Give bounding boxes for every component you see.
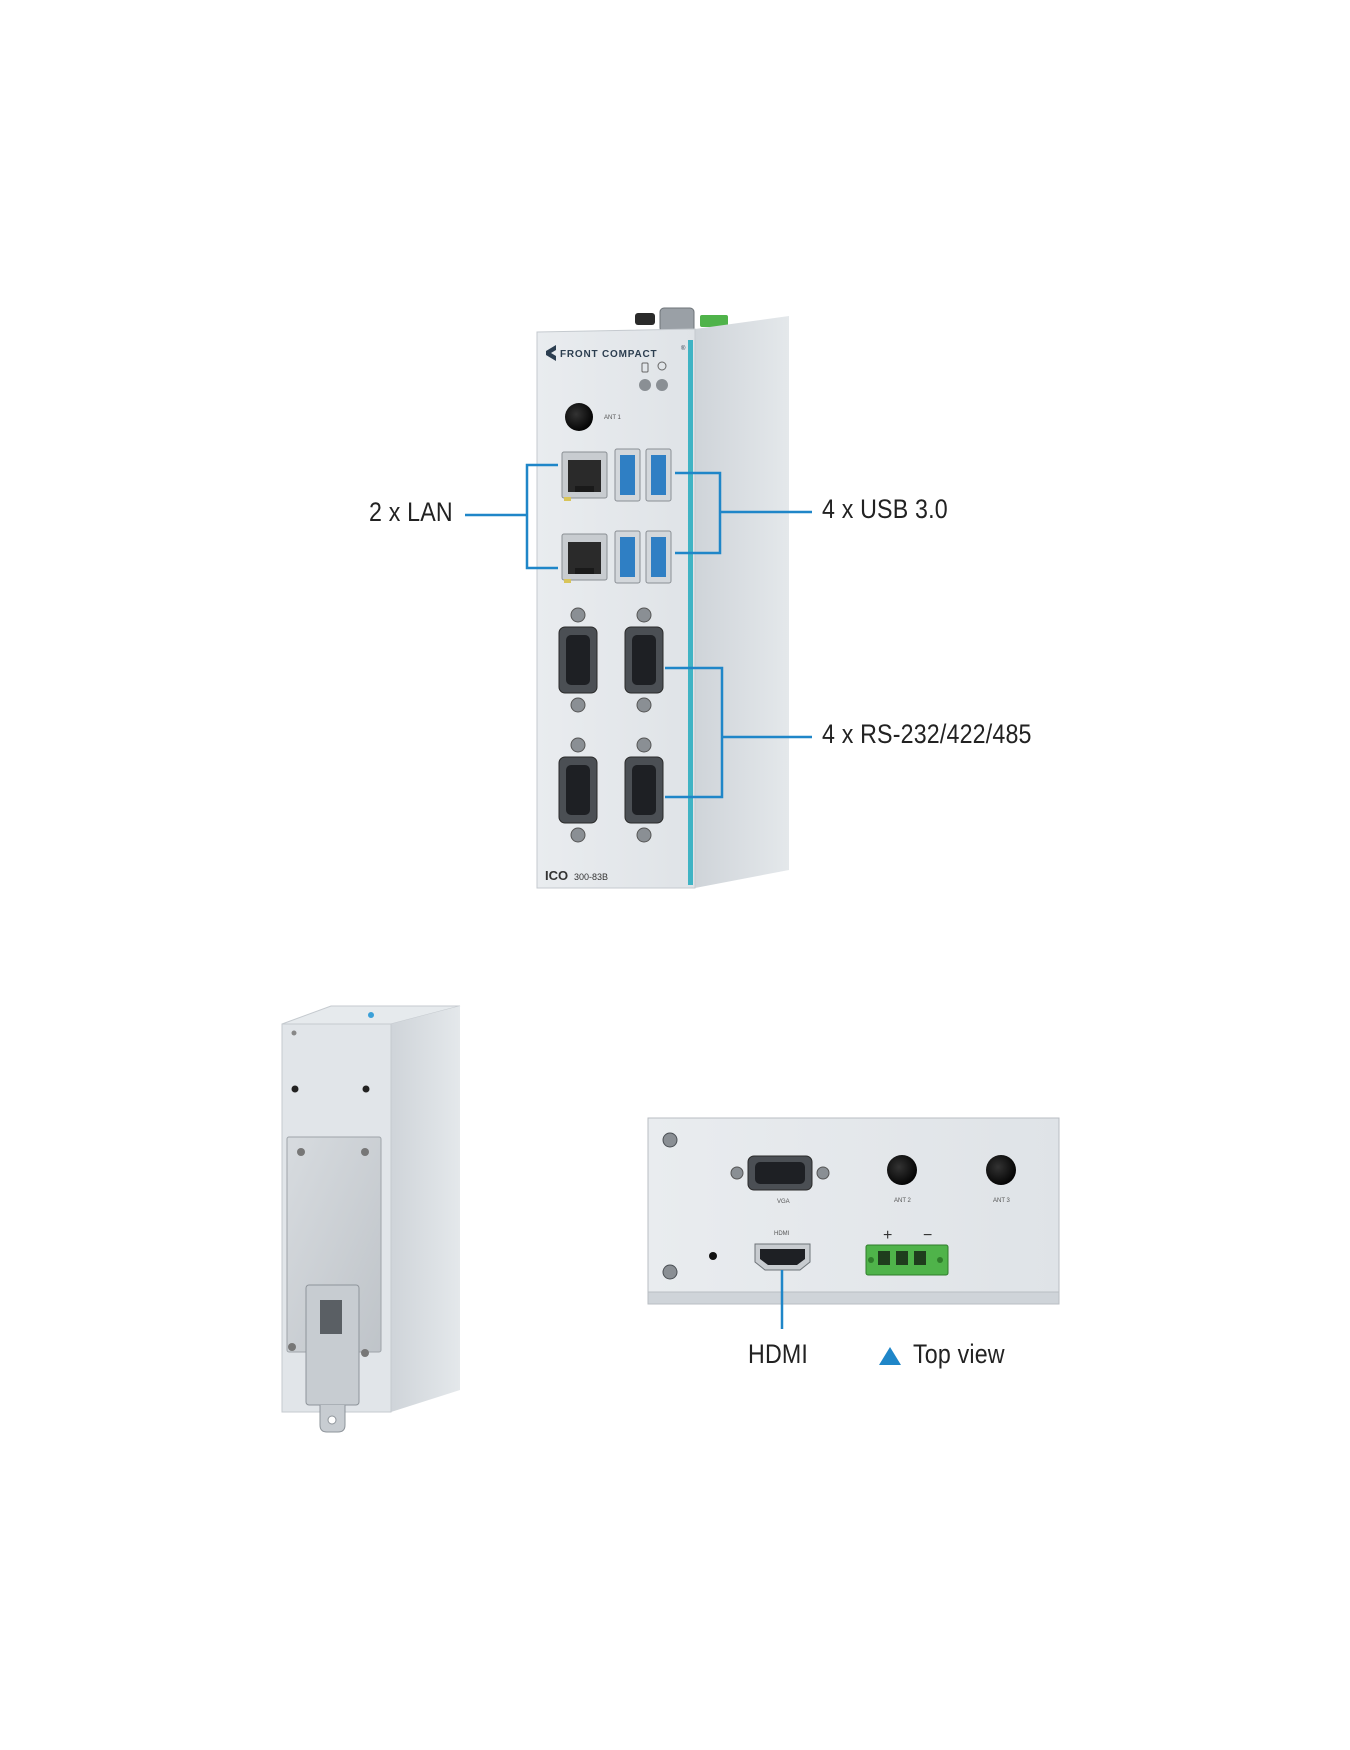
antenna-hole-2 — [887, 1155, 917, 1185]
top-view-edge — [647, 1291, 1060, 1305]
usb-port-3 — [614, 530, 641, 584]
model-number: 300-83B — [574, 872, 608, 882]
corner-screw — [662, 1132, 678, 1148]
led-indicator-icon — [656, 379, 668, 391]
dc-plus-label: + — [883, 1227, 892, 1244]
front-device-side — [695, 316, 789, 888]
vga-label: VGA — [777, 1199, 790, 1205]
leader-lines-front — [465, 463, 812, 799]
top-view-panel — [647, 1117, 1060, 1293]
rear-device-side — [391, 1006, 460, 1412]
serial-port-1 — [558, 607, 598, 713]
serial-port-3 — [558, 737, 598, 843]
brand-logo-text: FRONT COMPACT — [560, 349, 657, 360]
antenna-label: ANT 1 — [604, 415, 622, 421]
rear-dot — [291, 1030, 297, 1036]
hdmi-callout: HDMI — [748, 1339, 809, 1369]
model-prefix: ICO — [545, 868, 568, 883]
lan-port-2 — [561, 533, 608, 583]
top-terminal-stub — [700, 315, 728, 327]
hdmi-port — [754, 1243, 811, 1271]
plate-screw — [361, 1148, 369, 1156]
hdmi-port-label: HDMI — [774, 1231, 790, 1237]
top-antenna-stub — [635, 313, 655, 325]
led-indicator-icon — [639, 379, 651, 391]
front-compact-logo-icon — [546, 345, 556, 361]
lan-port-1 — [561, 451, 608, 501]
antenna-hole — [565, 403, 593, 431]
antenna-hole-3 — [986, 1155, 1016, 1185]
storage-led-icon — [641, 362, 649, 373]
antenna-2-label: ANT 2 — [894, 1198, 912, 1204]
front-device: FRONT COMPACT ® ANT 1 — [536, 307, 789, 889]
top-view-callout: Top view — [913, 1339, 1005, 1369]
lan-bracket — [525, 463, 558, 570]
plate-screw — [297, 1148, 305, 1156]
serial-port-4 — [624, 737, 664, 843]
rear-screw-hole — [362, 1085, 370, 1093]
serial-port-2 — [624, 607, 664, 713]
dc-terminal-block — [865, 1244, 949, 1276]
lan-callout: 2 x LAN — [369, 497, 453, 527]
corner-screw — [662, 1264, 678, 1280]
top-view-device: VGA ANT 2 ANT 3 HDMI + − — [647, 1117, 1060, 1305]
usb-port-1 — [614, 448, 641, 502]
plate-screw — [288, 1343, 296, 1351]
power-led-icon — [657, 361, 667, 371]
top-vga-stub — [659, 307, 695, 333]
din-clip-spring — [320, 1300, 342, 1334]
serial-bracket — [665, 666, 724, 799]
plate-screw — [361, 1349, 369, 1357]
usb-port-2 — [645, 448, 672, 502]
reset-hole — [709, 1252, 717, 1260]
serial-callout: 4 x RS-232/422/485 — [822, 719, 1032, 749]
triangle-up-icon — [879, 1347, 901, 1365]
rear-screw-hole — [291, 1085, 299, 1093]
dc-minus-label: − — [923, 1227, 932, 1244]
usb-callout: 4 x USB 3.0 — [822, 494, 948, 524]
antenna-3-label: ANT 3 — [993, 1198, 1011, 1204]
usb-port-4 — [645, 530, 672, 584]
rear-device — [281, 1005, 461, 1433]
registered-mark: ® — [681, 345, 686, 352]
accent-stripe — [688, 340, 693, 885]
vga-port — [730, 1155, 830, 1191]
din-clip-hole — [327, 1415, 337, 1425]
rear-top-led — [368, 1012, 374, 1018]
